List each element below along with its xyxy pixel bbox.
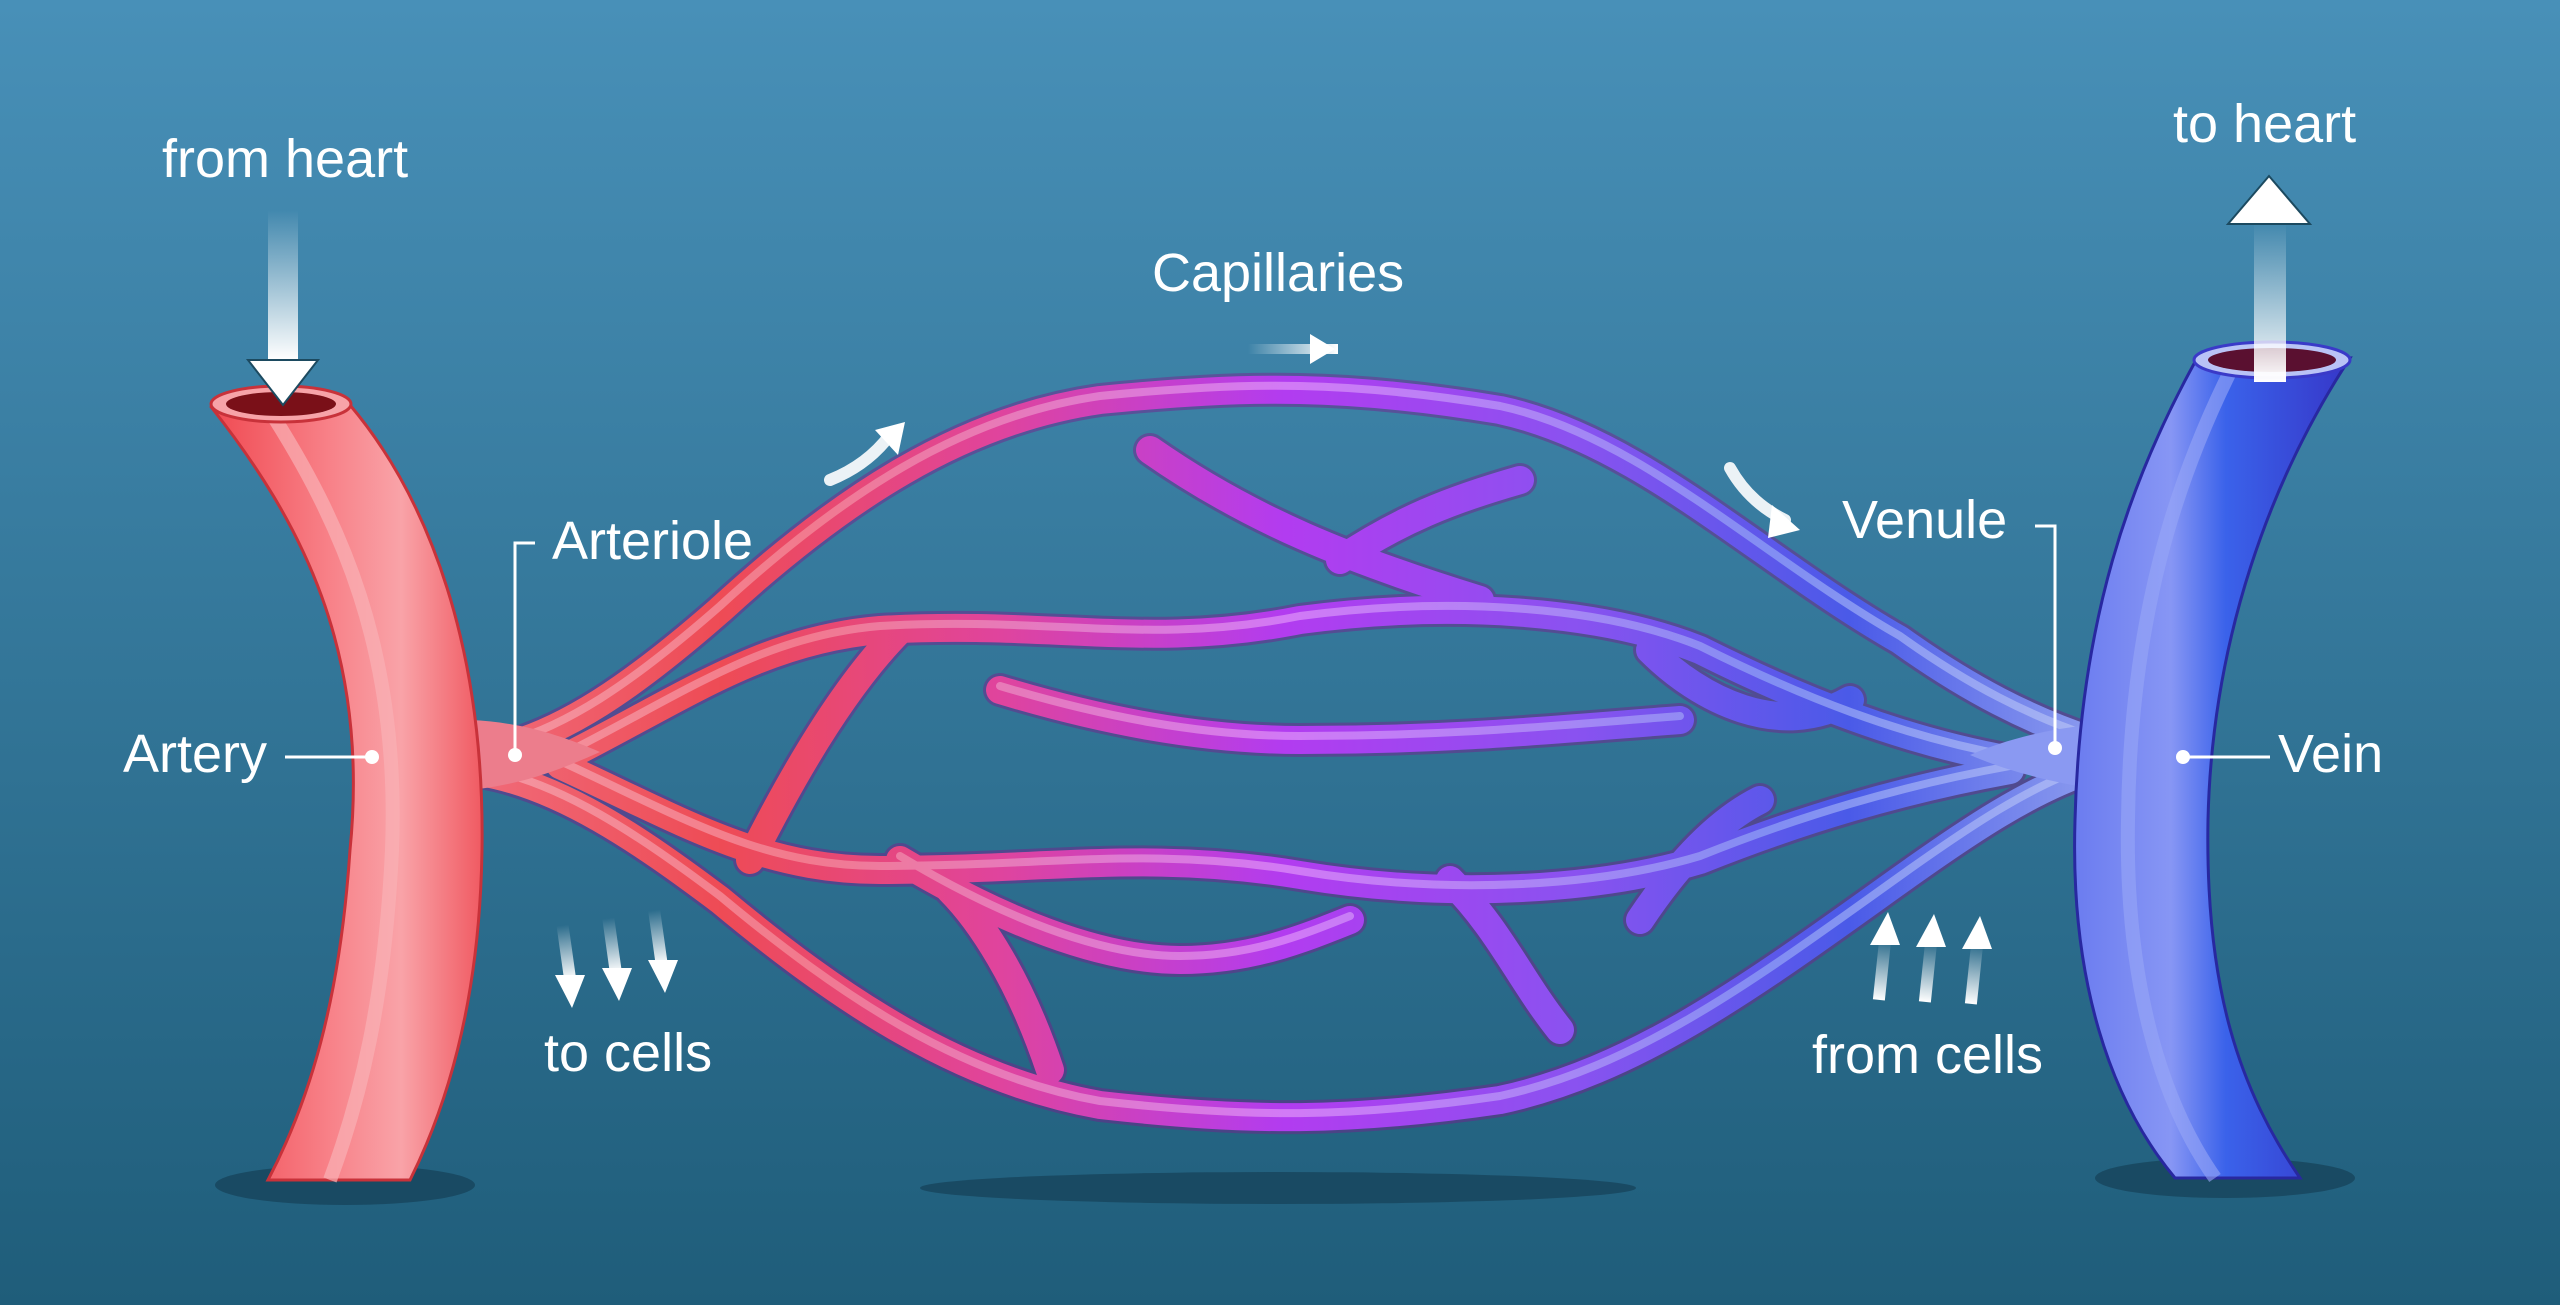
from-heart-arrow <box>245 210 321 407</box>
capillaries-label: Capillaries <box>1152 243 1405 303</box>
capillary-shadow <box>920 1172 1636 1204</box>
capillary-network <box>463 372 2107 1135</box>
arteriole-label: Arteriole <box>552 511 754 571</box>
arteriole-flow-arrow <box>824 422 905 486</box>
leader-lines <box>285 524 2270 759</box>
artery-label: Artery <box>123 724 268 784</box>
venule-flow-arrow <box>1724 462 1800 538</box>
artery <box>208 384 484 1183</box>
vein-label: Vein <box>2278 724 2384 784</box>
arteriole-leader <box>513 541 535 755</box>
artery-dot <box>365 750 379 764</box>
venule-dot <box>2048 741 2062 755</box>
venule <box>1970 725 2090 788</box>
to-cells-label: to cells <box>544 1023 713 1083</box>
to-heart-label: to heart <box>2173 94 2357 154</box>
from-cells-label: from cells <box>1812 1025 2044 1085</box>
venule-label: Venule <box>1842 490 2008 550</box>
arteriole-dot <box>508 748 522 762</box>
from-heart-label: from heart <box>162 129 409 189</box>
leader-dots <box>365 741 2190 764</box>
venule-leader <box>2035 524 2057 748</box>
to-cells-arrows <box>555 909 678 1008</box>
capillaries-flow-arrow <box>1248 334 1338 364</box>
arteriole <box>470 720 600 790</box>
to-heart-arrow <box>2225 174 2313 382</box>
vein-dot <box>2176 750 2190 764</box>
from-cells-arrows <box>1870 912 1992 1005</box>
